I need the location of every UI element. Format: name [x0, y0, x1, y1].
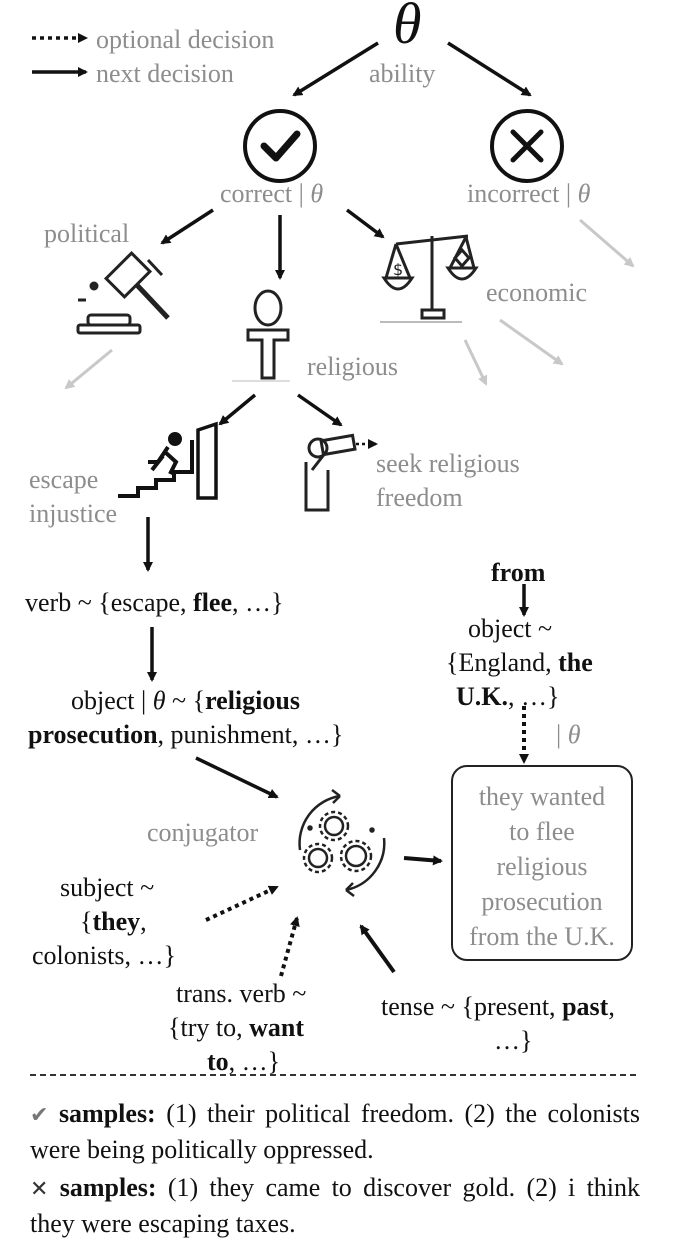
- output-sentence-box: they wanted to flee religious prosecutio…: [451, 765, 633, 961]
- output-line: from the U.K.: [469, 922, 615, 951]
- output-line: to flee: [509, 817, 575, 846]
- arrow-theta-correct: [292, 41, 379, 97]
- arrow-political-faded: [64, 348, 113, 390]
- arrow-religious-seek: [296, 393, 343, 427]
- from-object-label: object ~: [468, 614, 553, 643]
- output-line: prosecution: [481, 887, 603, 916]
- correct-samples: ✔ samples: (1) their political freedom. …: [30, 1099, 641, 1164]
- svg-text:$: $: [393, 260, 403, 279]
- check-circle-icon: [243, 109, 317, 183]
- correct-label: correct | θ: [220, 179, 324, 208]
- from-node: from: [491, 558, 546, 587]
- transverb-node-line2: {try to, want: [168, 1013, 304, 1042]
- escape-label-line2: injustice: [29, 499, 118, 528]
- economic-label: economic: [486, 278, 588, 307]
- religious-label: religious: [307, 352, 398, 381]
- verb-node: verb ~ {escape, flee, …}: [25, 588, 284, 617]
- x-circle-icon: [490, 109, 564, 183]
- seek-label-line1: seek religious: [376, 449, 520, 478]
- escape-label-line1: escape: [29, 465, 99, 494]
- arrow-economic-faded-1: [463, 339, 488, 386]
- object-node-line2: prosecution, punishment, …}: [28, 720, 344, 749]
- seek-label-line2: freedom: [376, 483, 463, 512]
- arrow-religious-escape: [218, 393, 257, 426]
- from-cond-label: | θ: [556, 720, 581, 749]
- output-line: they wanted: [478, 782, 606, 811]
- subject-node-line1: subject ~: [60, 873, 155, 902]
- incorrect-label: incorrect | θ: [467, 179, 591, 208]
- legend-optional-label: optional decision: [96, 25, 275, 54]
- arrow-object-conjugator: [195, 756, 279, 799]
- ability-label: ability: [369, 59, 436, 88]
- ankh-icon: [246, 289, 290, 380]
- conjugator-label: conjugator: [147, 818, 259, 847]
- from-object-values-line2: U.K., …}: [456, 682, 560, 711]
- arrow-correct-political: [160, 208, 214, 245]
- tense-node-line1: tense ~ {present, past,: [381, 992, 615, 1021]
- gavel-icon: [76, 250, 170, 335]
- telescope-person-icon: [304, 433, 357, 512]
- subject-node-line3: colonists, …}: [32, 941, 176, 970]
- scales-icon: $: [381, 234, 479, 320]
- gears-cycle-icon: [298, 789, 386, 897]
- arrow-correct-economic: [345, 208, 385, 239]
- from-object-values-line1: {England, the: [446, 648, 593, 677]
- checkmark-icon: ✔: [30, 1103, 49, 1128]
- arrow-economic-faded-2: [499, 318, 564, 366]
- running-stairs-icon: [118, 421, 218, 500]
- political-label: political: [44, 219, 130, 248]
- dashed-separator: [30, 1074, 636, 1076]
- arrow-theta-incorrect: [447, 41, 532, 97]
- transverb-node-line3: to, …}: [207, 1047, 281, 1076]
- transverb-node-line1: trans. verb ~: [176, 979, 307, 1008]
- arrow-transverb-conjugator: [279, 916, 300, 977]
- output-line: religious: [496, 852, 588, 881]
- subject-node-line2: {they,: [80, 907, 147, 936]
- object-node-line1: object | θ ~ {religious: [71, 686, 300, 715]
- cross-icon: ✕: [30, 1177, 49, 1202]
- tense-node-line2: …}: [494, 1026, 533, 1055]
- arrow-tense-conjugator: [359, 924, 396, 974]
- arrow-incorrect-faded: [579, 218, 635, 268]
- incorrect-samples: ✕ samples: (1) they came to discover gol…: [30, 1173, 641, 1238]
- theta-symbol: θ: [393, 0, 422, 56]
- arrow-conjugator-box: [403, 855, 443, 866]
- legend-next-label: next decision: [96, 59, 234, 88]
- arrow-subject-conjugator: [205, 885, 279, 922]
